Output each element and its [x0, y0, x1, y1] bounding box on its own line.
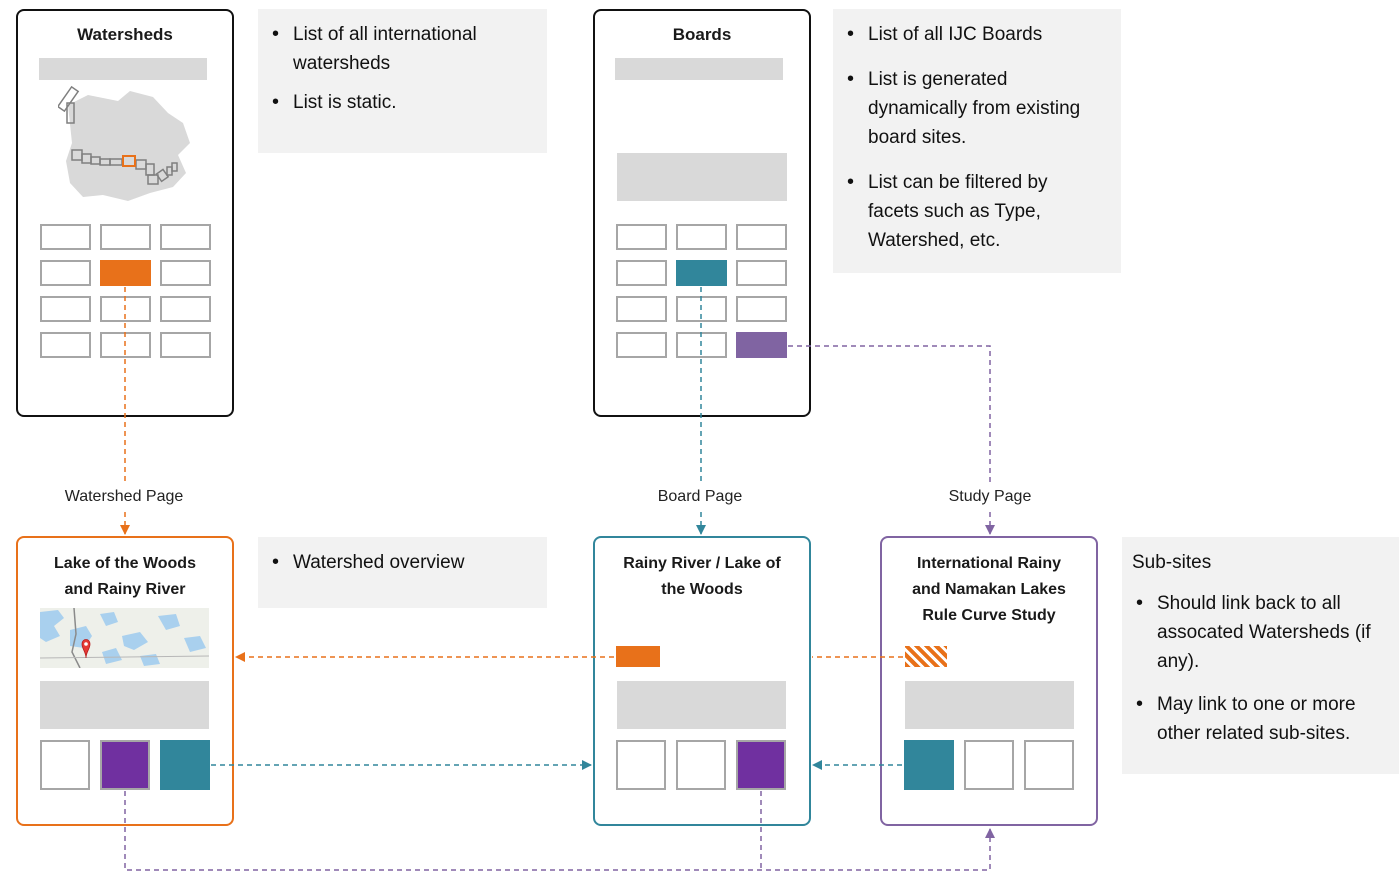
watershed-study-tile[interactable]	[100, 740, 150, 790]
watershed-tile[interactable]	[40, 224, 91, 250]
watersheds-map	[58, 85, 190, 201]
watershed-tile[interactable]	[160, 296, 211, 322]
watersheds-note-item: List is static.	[258, 88, 527, 117]
watershed-tile[interactable]	[40, 296, 91, 322]
study-page-content	[905, 681, 1074, 729]
watershed-tile[interactable]	[100, 332, 151, 358]
watershed-page-label: Watershed Page	[64, 488, 184, 505]
study-page-title-line1: International Rainy	[916, 555, 1062, 572]
watershed-location-map	[40, 608, 209, 668]
watershed-tile-selected[interactable]	[100, 260, 151, 286]
watershed-tile[interactable]	[100, 224, 151, 250]
watershed-board-tile[interactable]	[160, 740, 210, 790]
subsites-note-item: May link to one or more other related su…	[1122, 690, 1393, 748]
watershed-tile[interactable]	[160, 260, 211, 286]
study-tile-selected[interactable]	[736, 332, 787, 358]
watershed-tile[interactable]	[160, 224, 211, 250]
study-page-title-line2: and Namakan Lakes	[912, 581, 1066, 598]
board-study-tile[interactable]	[736, 740, 786, 790]
board-tile[interactable]	[736, 224, 787, 250]
boards-search-bar	[615, 58, 783, 80]
study-page-title-line3: Rule Curve Study	[922, 607, 1056, 624]
board-tile[interactable]	[736, 260, 787, 286]
board-related-tile[interactable]	[616, 740, 666, 790]
board-page-title-line2: the Woods	[661, 581, 743, 598]
board-tile[interactable]	[616, 332, 667, 358]
board-watershed-link-tile[interactable]	[616, 646, 660, 667]
board-page-title-line1: Rainy River / Lake of	[623, 555, 781, 572]
watershed-page-note: Watershed overview	[258, 537, 547, 608]
watershed-tile[interactable]	[40, 332, 91, 358]
watershed-tile[interactable]	[160, 332, 211, 358]
board-tile[interactable]	[616, 296, 667, 322]
board-tile[interactable]	[676, 224, 727, 250]
subsites-note-heading: Sub-sites	[1132, 552, 1212, 573]
boards-note-item: List can be filtered by facets such as T…	[833, 168, 1091, 255]
boards-card-title: Boards	[672, 25, 732, 44]
board-tile-selected[interactable]	[676, 260, 727, 286]
subsites-note-item: Should link back to all assocated Waters…	[1122, 589, 1393, 676]
watershed-tile[interactable]	[100, 296, 151, 322]
boards-note-item: List of all IJC Boards	[833, 20, 1091, 49]
watershed-page-title-line2: and Rainy River	[64, 581, 186, 598]
watersheds-card-title: Watersheds	[77, 25, 173, 44]
watershed-to-study-link	[124, 791, 995, 871]
watershed-page-content	[40, 681, 209, 729]
board-tile[interactable]	[676, 332, 727, 358]
board-tile[interactable]	[616, 260, 667, 286]
watershed-related-tile[interactable]	[40, 740, 90, 790]
watershed-tile[interactable]	[40, 260, 91, 286]
board-tile[interactable]	[736, 296, 787, 322]
board-page-content	[617, 681, 786, 729]
boards-note-item: List is generated dynamically from exist…	[833, 65, 1091, 152]
board-related-tile[interactable]	[676, 740, 726, 790]
study-watershed-link-tile-striped[interactable]	[905, 646, 947, 667]
study-related-tile[interactable]	[964, 740, 1014, 790]
study-page-arrow	[788, 345, 991, 484]
watersheds-note-item: List of all international watersheds	[258, 20, 527, 78]
board-tile[interactable]	[616, 224, 667, 250]
watersheds-search-bar	[39, 58, 207, 80]
board-tile[interactable]	[676, 296, 727, 322]
study-related-tile[interactable]	[1024, 740, 1074, 790]
board-page-label: Board Page	[657, 488, 743, 505]
study-page-label: Study Page	[948, 488, 1032, 505]
watershed-page-note-item: Watershed overview	[258, 548, 547, 577]
subsites-note: Sub-sites Should link back to all assoca…	[1122, 537, 1399, 774]
watersheds-note: List of all international watersheds Lis…	[258, 9, 547, 153]
boards-note: List of all IJC Boards List is generated…	[833, 9, 1121, 273]
boards-filter-panel	[617, 153, 787, 201]
study-board-tile[interactable]	[904, 740, 954, 790]
watershed-page-title-line1: Lake of the Woods	[54, 555, 196, 572]
